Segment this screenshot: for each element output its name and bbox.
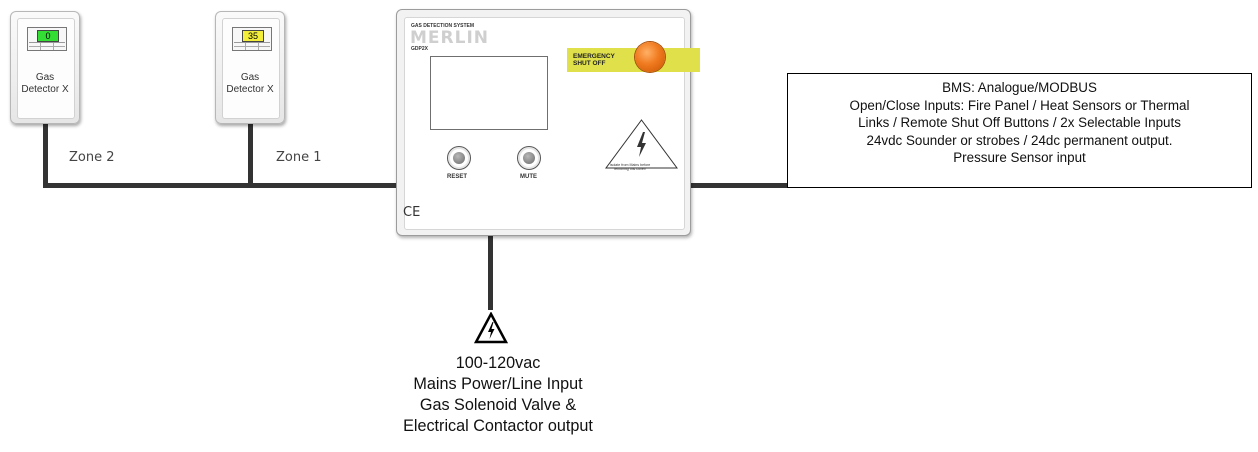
zone-2-label: Zone 2: [69, 150, 115, 165]
mute-label: MUTE: [520, 174, 537, 180]
high-voltage-icon: [474, 312, 508, 344]
bms-line: 24vdc Sounder or strobes / 24dc permanen…: [866, 132, 1173, 148]
detector-face: 0: [17, 18, 75, 119]
system-title: GAS DETECTION SYSTEM: [411, 23, 475, 29]
reset-button[interactable]: [447, 146, 471, 170]
mains-line: Gas Solenoid Valve &: [419, 396, 577, 414]
detector-reading: 35: [242, 30, 264, 42]
mains-power-text: 100-120vac Mains Power/Line Input Gas So…: [390, 353, 606, 437]
warning-text: Isolate from Mains before removing this …: [609, 163, 651, 172]
zone-1-label: Zone 1: [276, 150, 322, 165]
bms-line: BMS: Analogue/MODBUS: [942, 80, 1097, 95]
bms-line: Open/Close Inputs: Fire Panel / Heat Sen…: [849, 97, 1190, 113]
detector-label-line1: Gas: [35, 72, 55, 83]
wire-zone-bus: [43, 183, 397, 188]
detector-display-grid: [29, 42, 65, 50]
bms-io-text: BMS: Analogue/MODBUS Open/Close Inputs: …: [788, 79, 1251, 167]
emergency-label-line2: SHUT OFF: [573, 60, 606, 67]
emergency-label-line1: EMERGENCY: [573, 53, 615, 60]
brand-logo: MERLIN: [410, 28, 490, 48]
wire-zone1-drop: [248, 122, 253, 188]
reset-button-core: [453, 152, 465, 164]
emergency-stop-button[interactable]: [635, 42, 665, 72]
mains-line: Electrical Contactor output: [403, 417, 593, 435]
detector-label-line2: Detector X: [226, 84, 274, 95]
detector-label-line2: Detector X: [21, 84, 69, 95]
emergency-shut-off-label: EMERGENCY SHUT OFF: [573, 53, 615, 67]
wire-mains: [488, 234, 493, 310]
bms-line: Links / Remote Shut Off Buttons / 2x Sel…: [858, 115, 1181, 130]
gas-detection-panel: GAS DETECTION SYSTEM MERLIN GDP2X EMERGE…: [396, 9, 700, 236]
ce-mark: CE: [403, 205, 421, 220]
mute-button[interactable]: [517, 146, 541, 170]
wire-zone2-drop: [43, 122, 48, 188]
mute-button-core: [523, 152, 535, 164]
gas-detector-zone2: 0 Gas Detector X: [10, 11, 80, 124]
detector-label-line1: Gas: [240, 72, 260, 83]
detector-face: 35: [222, 18, 280, 119]
emergency-shut-off-band: EMERGENCY SHUT OFF: [567, 42, 700, 72]
detector-display-grid: [234, 42, 270, 50]
detector-reading: 0: [37, 30, 59, 42]
model-label: GDP2X: [411, 46, 428, 52]
mains-line: 100-120vac: [455, 354, 541, 372]
high-voltage-warning-icon: [605, 119, 678, 169]
bms-line: Pressure Sensor input: [953, 150, 1086, 165]
detector-display: 35: [232, 27, 272, 51]
bms-io-box: BMS: Analogue/MODBUS Open/Close Inputs: …: [787, 73, 1252, 188]
detector-display: 0: [27, 27, 67, 51]
panel-display: [430, 56, 548, 130]
reset-label: RESET: [447, 174, 468, 180]
mains-line: Mains Power/Line Input: [413, 375, 583, 393]
detector-label: Gas Detector X: [11, 72, 79, 96]
detector-label: Gas Detector X: [216, 72, 284, 96]
gas-detector-zone1: 35 Gas Detector X: [215, 11, 285, 124]
wire-bms: [689, 183, 788, 188]
